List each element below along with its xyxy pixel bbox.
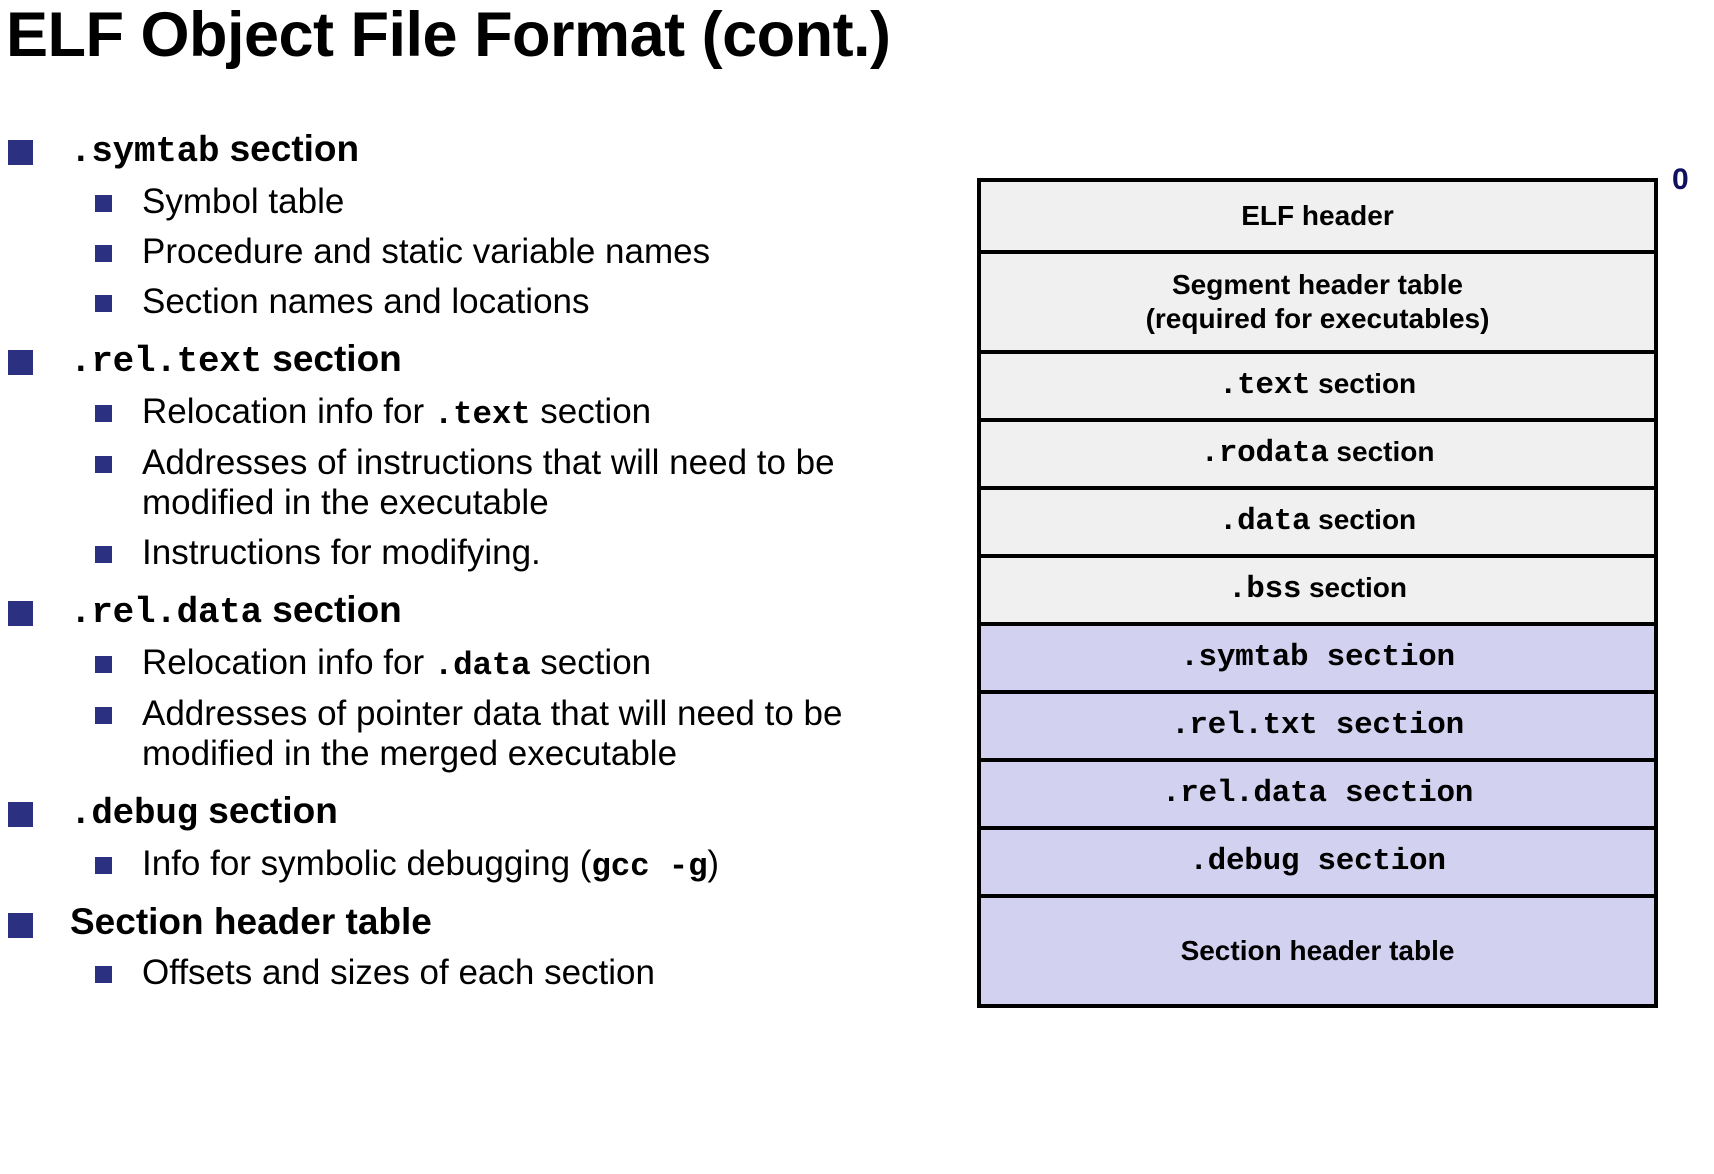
bullet-square-icon: [8, 349, 33, 375]
diagram-row-content: .debug section: [1189, 843, 1446, 880]
diagram-row-content: Section header table: [1181, 934, 1455, 968]
bullet-code-text: .rel.data: [70, 591, 262, 633]
sub-bullet-square-icon: [95, 294, 112, 312]
bullet-level2: Info for symbolic debugging (gcc -g): [0, 844, 950, 885]
bullet-level2-label: Symbol table: [142, 182, 345, 222]
diagram-row: ELF header: [981, 182, 1654, 250]
bullet-level2: Symbol table: [0, 182, 950, 222]
diagram-row-label: section: [1301, 572, 1408, 604]
bullet-level2-label: Offsets and sizes of each section: [142, 952, 655, 992]
bullet-code-text: .text: [433, 396, 531, 434]
diagram-row-label: Section header table: [1180, 935, 1455, 967]
diagram-row-content: .data section: [1219, 503, 1416, 540]
bullet-level1-label: section: [261, 588, 402, 630]
diagram-row-label: Segment header table: [1172, 269, 1463, 301]
diagram-row-label: section: [1310, 368, 1417, 400]
diagram-row-code: .rel.data section: [1161, 776, 1474, 812]
bullet-level1-label: section: [219, 128, 360, 169]
diagram-row-content: ELF header: [1241, 199, 1393, 233]
diagram-row: .data section: [981, 486, 1654, 554]
bullet-level2: Addresses of instructions that will need…: [0, 443, 950, 523]
bullet-level2-label: Relocation info for: [142, 392, 434, 432]
bullet-level2-label: Instructions for modifying.: [142, 532, 541, 572]
diagram-row-content: .bss section: [1228, 571, 1407, 608]
bullet-code-text: .symtab: [70, 131, 220, 172]
diagram-row: .rel.txt section: [981, 690, 1654, 758]
sub-bullet-square-icon: [95, 707, 112, 725]
bullet-level1-label: section: [261, 337, 402, 379]
bullet-level1-label: Section header table: [70, 901, 432, 943]
bullet-level2-label: section: [530, 392, 652, 432]
bullet-level2: Section names and locations: [0, 282, 950, 322]
diagram-row: .rel.data section: [981, 758, 1654, 826]
bullet-code-text: gcc -g: [591, 848, 708, 886]
diagram-row: .bss section: [981, 554, 1654, 622]
bullet-level2: Relocation info for .text section: [0, 392, 950, 433]
bullet-level2-label: section: [530, 643, 652, 682]
diagram-row-label: section: [1310, 504, 1417, 536]
sub-bullet-square-icon: [95, 965, 112, 983]
sub-bullet-square-icon: [95, 245, 112, 263]
diagram-row: .symtab section: [981, 622, 1654, 690]
bullet-level2-label: Procedure and static variable names: [142, 232, 711, 272]
diagram-row-content: .rodata section: [1201, 435, 1435, 472]
sub-bullet-square-icon: [95, 405, 112, 423]
bullet-code-text: .data: [433, 647, 531, 684]
bullet-level1-label: section: [197, 789, 338, 831]
diagram-row-code: .debug section: [1189, 844, 1446, 880]
bullet-level2: Procedure and static variable names: [0, 232, 950, 272]
sub-bullet-square-icon: [95, 857, 112, 875]
bullet-level1: .debug section: [0, 790, 950, 834]
bullet-level1: .symtab section: [0, 128, 950, 172]
diagram-row-code: .rel.txt section: [1171, 708, 1464, 744]
diagram-row-code: .rodata: [1200, 436, 1329, 472]
diagram-row-content: .text section: [1219, 367, 1416, 404]
diagram-row-code: .data: [1218, 504, 1311, 540]
bullet-level1: .rel.data section: [0, 589, 950, 633]
diagram-row-code: .text: [1218, 368, 1311, 404]
diagram-row: Section header table: [981, 894, 1654, 1004]
bullet-square-icon: [8, 801, 33, 827]
bullet-square-icon: [8, 913, 33, 939]
diagram-row-content: .rel.data section: [1162, 775, 1473, 812]
diagram-row-content: .rel.txt section: [1171, 707, 1464, 744]
bullet-level2-label: Addresses of instructions that will need…: [142, 443, 835, 523]
diagram-row-code: .bss: [1227, 572, 1302, 608]
diagram-row-label: ELF header: [1241, 200, 1394, 232]
bullet-level2-label: Addresses of pointer data that will need…: [142, 694, 843, 773]
bullet-level1: .rel.text section: [0, 338, 950, 382]
diagram-row: .rodata section: [981, 418, 1654, 486]
bullet-square-icon: [8, 600, 33, 626]
sub-bullet-square-icon: [95, 656, 112, 673]
diagram-offset-label: 0: [1672, 163, 1689, 196]
diagram-row: .text section: [981, 350, 1654, 418]
bullet-level2: Addresses of pointer data that will need…: [0, 694, 950, 774]
diagram-row-code: .symtab section: [1180, 640, 1455, 676]
diagram-row-label: section: [1328, 436, 1435, 468]
diagram-row: Segment header table(required for execut…: [981, 250, 1654, 350]
bullet-level2-label: Info for symbolic debugging (: [142, 844, 592, 884]
bullet-level2-label: ): [707, 844, 720, 884]
sub-bullet-square-icon: [95, 456, 112, 474]
sub-bullet-square-icon: [95, 195, 112, 213]
bullet-level2: Offsets and sizes of each section: [0, 953, 950, 993]
bullet-square-icon: [8, 140, 33, 165]
bullet-level2-label: Relocation info for: [142, 643, 434, 682]
bullet-code-text: .debug: [70, 792, 198, 834]
bullet-level2-label: Section names and locations: [142, 281, 590, 321]
diagram-row-label: (required for executables): [1145, 303, 1490, 334]
bullet-level2: Instructions for modifying.: [0, 533, 950, 573]
bullet-level2: Relocation info for .data section: [0, 643, 950, 684]
sub-bullet-square-icon: [95, 545, 112, 563]
bullet-code-text: .rel.text: [70, 340, 262, 382]
bullet-level1: Section header table: [0, 901, 950, 942]
diagram-row-content: Segment header table(required for execut…: [1146, 268, 1490, 335]
diagram-row: .debug section: [981, 826, 1654, 894]
page-title: ELF Object File Format (cont.): [6, 0, 891, 70]
diagram-row-content: .symtab section: [1180, 639, 1455, 676]
